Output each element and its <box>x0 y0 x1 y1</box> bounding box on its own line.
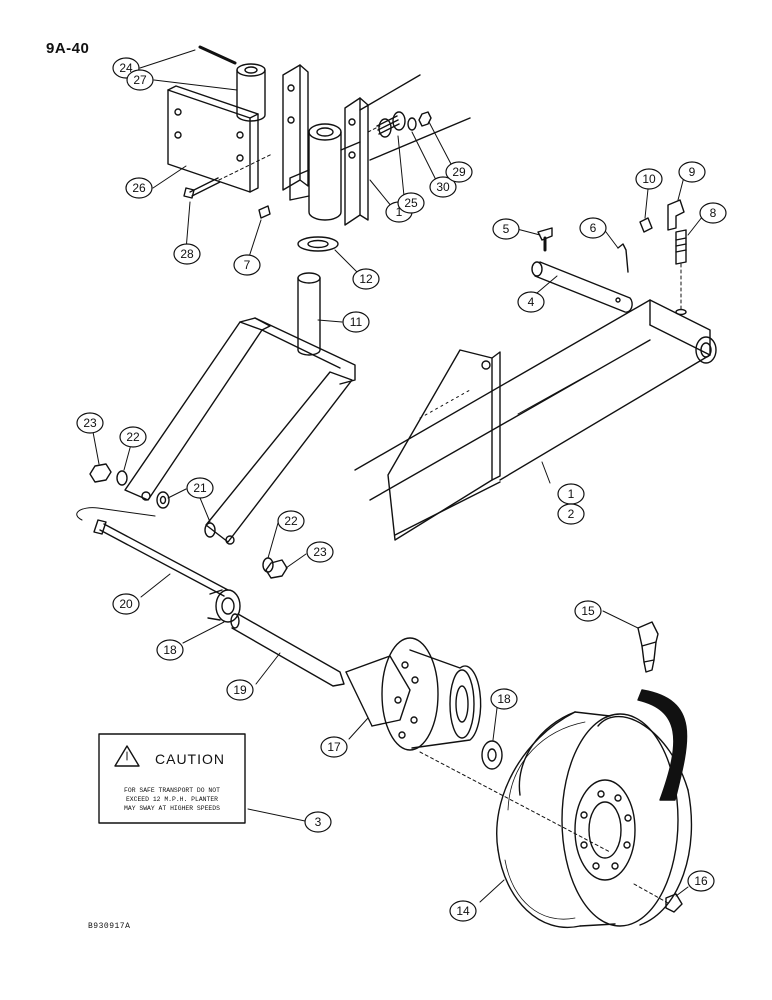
caution-line-1: FOR SAFE TRANSPORT DO NOT <box>124 787 220 794</box>
callout-7: 7 <box>233 254 261 276</box>
callout-label: 5 <box>503 222 510 236</box>
callout-label: 29 <box>452 165 466 179</box>
callout-14: 14 <box>449 900 477 922</box>
callout-label: 18 <box>163 643 177 657</box>
callout-label: 23 <box>313 545 327 559</box>
hitch-pivot-assembly <box>167 45 471 252</box>
callout-15: 15 <box>574 600 602 622</box>
callout-label: 19 <box>233 683 247 697</box>
callout-label: 14 <box>456 904 470 918</box>
wheel-rim <box>496 711 693 929</box>
callout-16: 16 <box>687 870 715 892</box>
callout-label: 28 <box>180 247 194 261</box>
wheel-arm <box>124 272 356 545</box>
callout-label: 9 <box>689 165 696 179</box>
callout-11: 11 <box>342 311 370 333</box>
callout-4: 4 <box>517 291 545 313</box>
callout-label: 25 <box>404 196 418 210</box>
callout-label: 11 <box>350 315 363 329</box>
callout-label: 8 <box>710 206 717 220</box>
callout-26: 26 <box>125 177 153 199</box>
left-hardware <box>76 463 345 687</box>
callout-label: 23 <box>83 416 97 430</box>
callout-label: 1 <box>568 487 575 501</box>
callout-28: 28 <box>173 243 201 265</box>
callout-label: 16 <box>694 874 708 888</box>
callout-label: 20 <box>119 597 133 611</box>
callout-17: 17 <box>320 736 348 758</box>
callout-18: 18 <box>156 639 184 661</box>
callout-2: 2 <box>557 503 585 525</box>
callout-27: 27 <box>126 69 154 91</box>
callout-label: 17 <box>327 740 341 754</box>
callout-9: 9 <box>678 161 706 183</box>
callout-label: 22 <box>284 514 298 528</box>
callout-8: 8 <box>699 202 727 224</box>
callout-20: 20 <box>112 593 140 615</box>
callout-5: 5 <box>492 218 520 240</box>
callout-29: 29 <box>445 161 473 183</box>
callout-18: 18 <box>490 688 518 710</box>
callout-25: 25 <box>397 192 425 214</box>
callout-23: 23 <box>306 541 334 563</box>
axle-beam <box>354 299 717 541</box>
callout-label: 12 <box>359 272 373 286</box>
caution-line-2: EXCEED 12 M.P.H. PLANTER <box>126 796 218 803</box>
callout-label: 21 <box>193 481 207 495</box>
callout-label: 26 <box>132 181 146 195</box>
callout-label: 18 <box>497 692 511 706</box>
pin-and-fittings <box>531 199 687 313</box>
callout-30: 30 <box>429 176 457 198</box>
callout-label: 22 <box>126 430 140 444</box>
callout-label: 4 <box>528 295 535 309</box>
callout-19: 19 <box>226 679 254 701</box>
callout-label: 24 <box>119 61 133 75</box>
callout-label: 1 <box>396 205 403 219</box>
page-number: 9A-40 <box>46 40 90 57</box>
caution-line-3: MAY SWAY AT HIGHER SPEEDS <box>124 805 220 812</box>
callout-21: 21 <box>186 477 214 499</box>
callout-label: 15 <box>581 604 595 618</box>
callout-label: 27 <box>133 73 147 87</box>
callout-12: 12 <box>352 268 380 290</box>
callout-label: 30 <box>436 180 450 194</box>
callout-10: 10 <box>635 168 663 190</box>
callout-1: 1 <box>557 483 585 505</box>
callout-3: 3 <box>304 811 332 833</box>
callout-23: 23 <box>76 412 104 434</box>
leader-lines <box>92 49 707 903</box>
callout-6: 6 <box>579 217 607 239</box>
callout-label: 2 <box>568 507 575 521</box>
callout-22: 22 <box>119 426 147 448</box>
hub <box>345 637 611 853</box>
callout-label: 7 <box>244 258 251 272</box>
caution-decal: CAUTION FOR SAFE TRANSPORT DO NOT EXCEED… <box>98 733 246 824</box>
caution-title: CAUTION <box>155 751 225 767</box>
wheel-nut-and-bolt <box>633 621 688 913</box>
callout-label: 6 <box>590 221 597 235</box>
drawing-code: B930917A <box>88 922 131 931</box>
callout-22: 22 <box>277 510 305 532</box>
callout-label: 3 <box>315 815 322 829</box>
callout-label: 10 <box>642 172 656 186</box>
